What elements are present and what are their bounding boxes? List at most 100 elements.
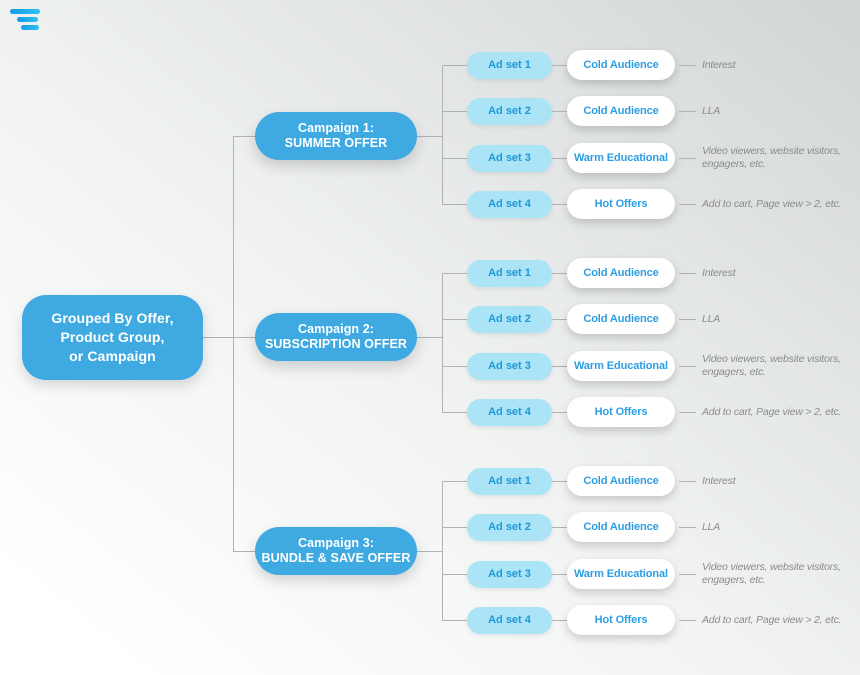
annotation-dash bbox=[679, 365, 696, 367]
annotation-dash bbox=[679, 272, 696, 274]
annotation-dash bbox=[679, 573, 696, 575]
adset-pill: Ad set 1 bbox=[467, 259, 552, 287]
adset-row: Ad set 3 Warm Educational Video viewers,… bbox=[442, 351, 841, 381]
adset-pill: Ad set 4 bbox=[467, 606, 552, 634]
adset-pill: Ad set 3 bbox=[467, 560, 552, 588]
campaign-node: Campaign 1: SUMMER OFFER bbox=[255, 112, 417, 160]
campaign-node: Campaign 2: SUBSCRIPTION OFFER bbox=[255, 313, 417, 361]
annotation-text: Video viewers, website visitors, engager… bbox=[702, 353, 841, 378]
annotation-dash bbox=[679, 203, 696, 205]
annotation-dash bbox=[679, 619, 696, 621]
adset-label: Ad set 3 bbox=[488, 152, 531, 164]
audience-pill: Cold Audience bbox=[567, 50, 675, 80]
campaign-title: Campaign 1: bbox=[297, 121, 375, 135]
adset-row: Ad set 4 Hot Offers Add to cart, Page vi… bbox=[442, 397, 841, 427]
adset-pill: Ad set 2 bbox=[467, 513, 552, 541]
adset-row: Ad set 4 Hot Offers Add to cart, Page vi… bbox=[442, 605, 841, 635]
adset-label: Ad set 3 bbox=[488, 568, 531, 580]
connector-line bbox=[552, 573, 567, 575]
connector-line bbox=[552, 157, 567, 159]
connector-line bbox=[552, 272, 567, 274]
adset-label: Ad set 3 bbox=[488, 360, 531, 372]
campaign-title: Campaign 2: bbox=[297, 322, 375, 336]
campaign-title: Campaign 3: bbox=[297, 536, 375, 550]
adset-row: Ad set 4 Hot Offers Add to cart, Page vi… bbox=[442, 189, 841, 219]
campaign-subtitle: BUNDLE & SAVE OFFER bbox=[261, 551, 411, 565]
audience-label: Cold Audience bbox=[583, 313, 659, 325]
audience-pill: Hot Offers bbox=[567, 605, 675, 635]
annotation-dash bbox=[679, 526, 696, 528]
annotation-text: Add to cart, Page view > 2, etc. bbox=[702, 613, 842, 626]
annotation-text: Add to cart, Page view > 2, etc. bbox=[702, 197, 842, 210]
annotation-text: LLA bbox=[702, 520, 721, 533]
campaign-node: Campaign 3: BUNDLE & SAVE OFFER bbox=[255, 527, 417, 575]
trunk-line bbox=[442, 481, 443, 620]
adset-label: Ad set 1 bbox=[488, 475, 531, 487]
campaign-subtitle: SUBSCRIPTION OFFER bbox=[264, 337, 408, 351]
connector-line bbox=[417, 136, 442, 137]
logo-bar bbox=[17, 17, 38, 22]
audience-pill: Warm Educational bbox=[567, 559, 675, 589]
connector-line bbox=[552, 411, 567, 413]
connector-line bbox=[552, 480, 567, 482]
adset-pill: Ad set 4 bbox=[467, 190, 552, 218]
trunk-line bbox=[442, 273, 443, 412]
logo-bar bbox=[10, 9, 40, 14]
annotation-dash bbox=[679, 318, 696, 320]
connector-line bbox=[200, 337, 255, 338]
annotation-text: LLA bbox=[702, 312, 721, 325]
audience-pill: Cold Audience bbox=[567, 512, 675, 542]
connector-line bbox=[442, 411, 467, 413]
audience-label: Cold Audience bbox=[583, 475, 659, 487]
adset-label: Ad set 4 bbox=[488, 406, 531, 418]
connector-line bbox=[552, 203, 567, 205]
adset-label: Ad set 2 bbox=[488, 521, 531, 533]
annotation-dash bbox=[679, 157, 696, 159]
adset-pill: Ad set 2 bbox=[467, 305, 552, 333]
connector-line bbox=[442, 526, 467, 528]
connector-line bbox=[442, 365, 467, 367]
annotation-text: Video viewers, website visitors, engager… bbox=[702, 561, 841, 586]
connector-line bbox=[442, 64, 467, 66]
adset-pill: Ad set 4 bbox=[467, 398, 552, 426]
connector-line bbox=[442, 203, 467, 205]
root-label: Grouped By Offer, Product Group, or Camp… bbox=[51, 310, 174, 364]
audience-label: Hot Offers bbox=[594, 198, 648, 210]
connector-line bbox=[442, 318, 467, 320]
connector-line bbox=[417, 337, 442, 338]
adset-label: Ad set 1 bbox=[488, 59, 531, 71]
adset-row: Ad set 2 Cold Audience LLA bbox=[442, 512, 720, 542]
adset-pill: Ad set 1 bbox=[467, 51, 552, 79]
annotation-dash bbox=[679, 411, 696, 413]
adset-row: Ad set 3 Warm Educational Video viewers,… bbox=[442, 559, 841, 589]
connector-line bbox=[442, 157, 467, 159]
adset-label: Ad set 1 bbox=[488, 267, 531, 279]
audience-label: Cold Audience bbox=[583, 59, 659, 71]
adset-label: Ad set 4 bbox=[488, 198, 531, 210]
audience-label: Warm Educational bbox=[574, 360, 668, 372]
annotation-text: Add to cart, Page view > 2, etc. bbox=[702, 405, 842, 418]
connector-line bbox=[552, 365, 567, 367]
annotation-dash bbox=[679, 110, 696, 112]
annotation-dash bbox=[679, 64, 696, 66]
adset-row: Ad set 3 Warm Educational Video viewers,… bbox=[442, 143, 841, 173]
annotation-dash bbox=[679, 480, 696, 482]
connector-line bbox=[552, 619, 567, 621]
adset-label: Ad set 4 bbox=[488, 614, 531, 626]
annotation-text: Video viewers, website visitors, engager… bbox=[702, 145, 841, 170]
connector-line bbox=[442, 573, 467, 575]
audience-pill: Cold Audience bbox=[567, 258, 675, 288]
audience-label: Cold Audience bbox=[583, 105, 659, 117]
root-node: Grouped By Offer, Product Group, or Camp… bbox=[22, 295, 203, 380]
campaign-subtitle: SUMMER OFFER bbox=[284, 136, 388, 150]
audience-label: Warm Educational bbox=[574, 152, 668, 164]
connector-line bbox=[552, 318, 567, 320]
audience-pill: Cold Audience bbox=[567, 466, 675, 496]
adset-pill: Ad set 1 bbox=[467, 467, 552, 495]
connector-line bbox=[417, 551, 442, 552]
connector-line bbox=[552, 64, 567, 66]
connector-line bbox=[442, 110, 467, 112]
adset-pill: Ad set 3 bbox=[467, 144, 552, 172]
connector-line bbox=[552, 526, 567, 528]
connector-line bbox=[442, 272, 467, 274]
